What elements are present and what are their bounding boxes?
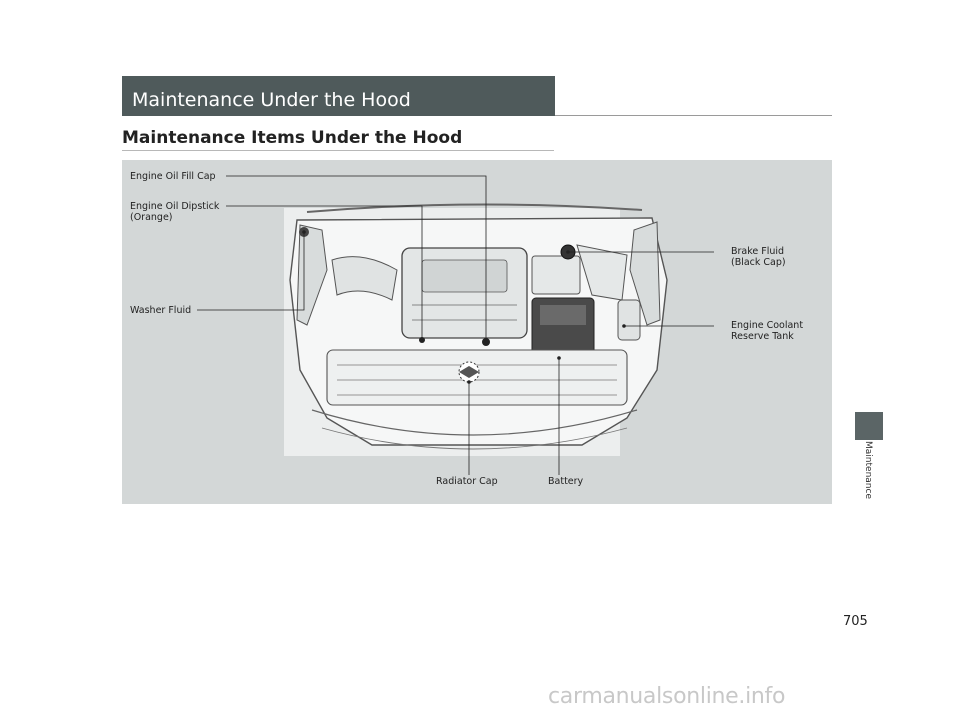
radiator-cap: [459, 366, 479, 378]
callout-brake-fluid: Brake Fluid (Black Cap): [731, 246, 786, 268]
chapter-tab: [855, 412, 883, 440]
left-strut: [296, 224, 328, 326]
callout-engine-oil-fill-cap: Engine Oil Fill Cap: [130, 171, 216, 182]
callout-radiator-cap: Radiator Cap: [436, 476, 498, 487]
watermark: carmanualsonline.info: [548, 684, 786, 709]
callout-leaders: [197, 175, 714, 475]
fuse-box: [531, 255, 581, 295]
right-strut: [629, 221, 661, 326]
hood-edge: [306, 203, 643, 213]
callout-battery: Battery: [548, 476, 584, 487]
subsection-divider: [122, 150, 554, 151]
engine-cover-panel: [421, 259, 508, 293]
banner-divider: [555, 115, 832, 116]
chapter-tab-label: Maintenance: [863, 441, 873, 499]
page-number: 705: [843, 614, 868, 629]
callout-washer-fluid: Washer Fluid: [130, 305, 192, 316]
engine-bay-figure: Engine Oil Fill Cap Engine Oil Dipstick …: [122, 160, 832, 504]
section-title: Maintenance Under the Hood: [132, 89, 411, 111]
coolant-tank: [617, 299, 641, 341]
air-intake: [331, 256, 398, 301]
callout-engine-coolant: Engine Coolant Reserve Tank: [731, 320, 804, 342]
callout-engine-oil-dipstick: Engine Oil Dipstick (Orange): [130, 201, 220, 223]
engine-bay-illustration: [197, 175, 714, 475]
subsection-title: Maintenance Items Under the Hood: [122, 128, 463, 148]
section-title-banner: Maintenance Under the Hood: [122, 76, 555, 116]
